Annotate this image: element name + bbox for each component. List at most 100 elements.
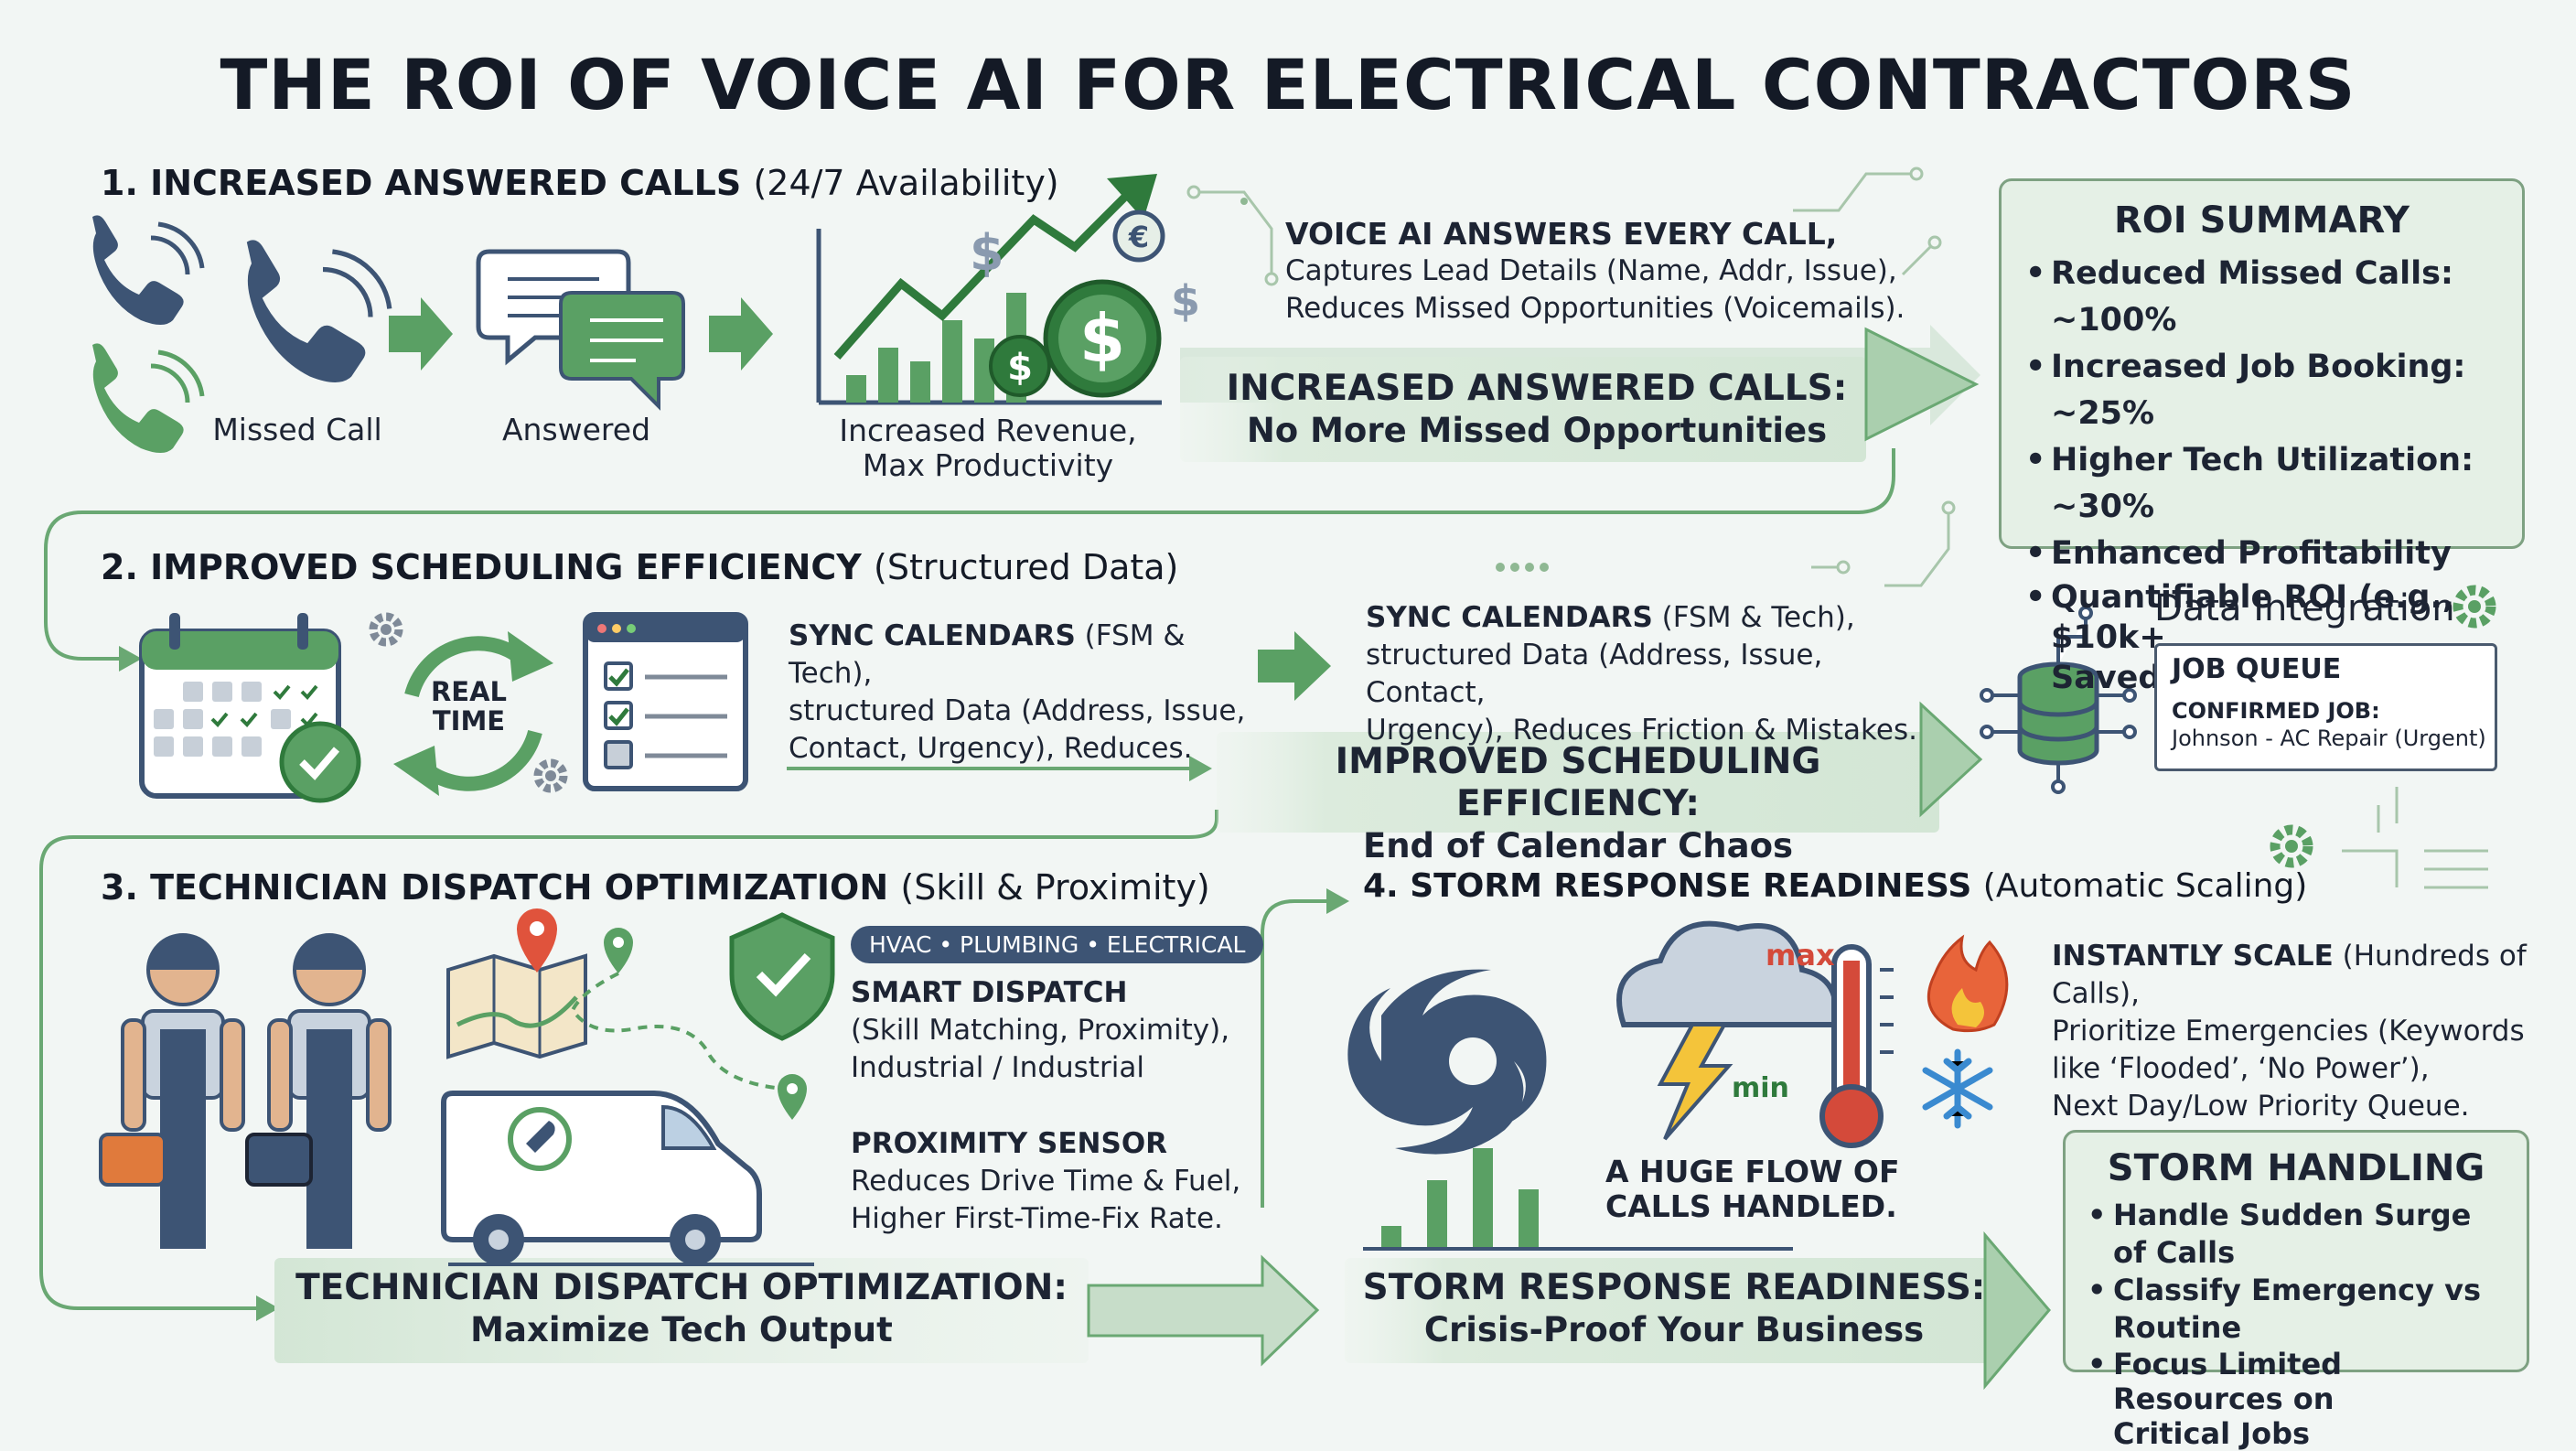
section-2-banner-line-2: End of Calendar Chaos [1362,826,1794,865]
infographic-graphics: $ $ € $ $ [39,167,2496,1391]
call-volume-bars [1381,1148,1539,1249]
section-3-banner-line-1: TECHNICIAN DISPATCH OPTIMIZATION: [295,1267,1068,1308]
section-1-subtitle: (24/7 Availability) [753,163,1059,203]
sync-arrow [508,631,553,682]
section-1-banner: INCREASED ANSWERED CALLS: No More Missed… [1189,368,1884,452]
connector-arrow-head [1189,756,1212,781]
banner-arrow-2-head [1919,701,1983,818]
svg-text:$: $ [1079,300,1125,377]
snowflake-icon [1922,1048,1993,1129]
section-2-title: 2. IMPROVED SCHEDULING EFFICIENCY [101,547,862,587]
section-2-right-line-1: structured Data (Address, Issue, Contact… [1366,639,1823,709]
connector-arrow-head [119,646,142,672]
storm-handling-item: Focus Limited Resources on Critical Jobs [2084,1347,2508,1451]
section-2-left-line-1: structured Data (Address, Issue, [789,694,1246,727]
banner-bg-1 [1180,357,1866,462]
sync-arrow [393,746,439,796]
section-2-right-title-rest: (FSM & Tech), [1652,601,1855,634]
smart-dispatch-line-1: (Skill Matching, Proximity), [851,1014,1230,1047]
call-flow-caption: A HUGE FLOW OF CALLS HANDLED. [1605,1155,1900,1224]
storm-handling-box: STORM HANDLING Handle Sudden Surge of Ca… [2063,1130,2529,1451]
gear-icon [533,758,568,793]
section-2-banner-line-1: IMPROVED SCHEDULING EFFICIENCY: [1335,741,1821,824]
section-1-heading: 1. INCREASED ANSWERED CALLS (24/7 Availa… [101,163,1059,203]
checklist-icon [583,612,748,791]
section-4-heading: 4. STORM RESPONSE READINESS (Automatic S… [1363,867,2307,905]
section-1-detail-line-1: Captures Lead Details (Name, Addr, Issue… [1285,254,1897,287]
section-3-heading: 3. TECHNICIAN DISPATCH OPTIMIZATION (Ski… [101,867,1210,908]
instant-scale-line-1: Prioritize Emergencies (Keywords [2052,1015,2525,1048]
technician-icon [99,933,245,1249]
job-queue-label: CONFIRMED JOB: [2172,698,2380,724]
job-queue-title: JOB QUEUE [2172,653,2342,685]
page-title: THE ROI OF VOICE AI FOR ELECTRICAL CONTR… [220,44,2356,125]
location-pin-icon [604,928,633,973]
shield-check-icon [729,912,835,1041]
map-icon [446,953,587,1059]
instant-scale-title: INSTANTLY SCALE [2052,940,2334,973]
hurricane-icon [1347,969,1547,1155]
phone-icon [92,215,205,325]
section-2-right-text: SYNC CALENDARS (FSM & Tech), structured … [1366,599,1933,749]
caption-revenue: Increased Revenue, Max Productivity [796,414,1180,483]
section-2-left-title-rest: (FSM & Tech), [789,619,1186,690]
section-1-detail-title: VOICE AI ANSWERS EVERY CALL, [1285,216,1838,252]
banner-bg-4 [1345,1258,2003,1363]
proximity-sensor-text: PROXIMITY SENSOR Reduces Drive Time & Fu… [851,1125,1253,1238]
smart-dispatch-title: SMART DISPATCH [851,976,1128,1009]
section-2-left-line-2: Contact, Urgency), Reduces. [789,732,1193,765]
section-1-detail: VOICE AI ANSWERS EVERY CALL, Captures Le… [1285,215,1944,328]
storm-handling-title: STORM HANDLING [2107,1147,2485,1189]
section-2-left-text: SYNC CALENDARS (FSM & Tech), structured … [789,618,1246,768]
instant-scale-title-rest: (Hundreds of Calls), [2052,940,2527,1010]
route-path [570,972,784,1091]
section-1-title: 1. INCREASED ANSWERED CALLS [101,163,742,203]
euro-coin-icon: € [1112,210,1165,263]
banner-bg-3 [274,1258,1089,1363]
caption-missed-call: Missed Call [212,412,382,447]
roi-summary-box: ROI SUMMARY Reduced Missed Calls: ~100% … [1999,178,2525,696]
proximity-sensor-line-1: Reduces Drive Time & Fuel, [851,1165,1241,1198]
storm-handling-item-line-1: Focus Limited Resources on [2113,1347,2343,1416]
proximity-sensor-title: PROXIMITY SENSOR [851,1127,1168,1160]
banner-arrow-4-head [1983,1231,2051,1391]
section-2-subtitle: (Structured Data) [874,547,1179,587]
banner-arrow-1-head [1864,327,1980,442]
section-3-banner-line-2: Maximize Tech Output [470,1310,893,1349]
call-flow-line-2: CALLS HANDLED. [1605,1188,1897,1224]
section-3-subtitle: (Skill & Proximity) [900,867,1210,908]
job-queue-card: JOB QUEUE CONFIRMED JOB: Johnson - AC Re… [2154,643,2497,771]
proximity-sensor-line-2: Higher First-Time-Fix Rate. [851,1202,1223,1235]
storm-cloud-icon [1616,920,1839,1141]
fire-icon [1927,934,2009,1033]
speech-bubbles-icon [476,249,685,411]
sync-icon [404,636,542,791]
section-3-title: 3. TECHNICIAN DISPATCH OPTIMIZATION [101,867,889,908]
gear-icon [369,612,403,647]
roi-summary-list: Reduced Missed Calls: ~100% Increased Jo… [2022,251,2502,698]
dollar-coin-icon: $ $ [989,279,1162,398]
roi-summary-item-line-1: Quantifiable ROI (e.g., $10k+ [2051,579,2455,656]
dollar-sign-icon: $ [970,224,1004,282]
section-4-subtitle: (Automatic Scaling) [1982,867,2308,905]
location-pin-icon [778,1074,807,1120]
section-1-banner-line-2: No More Missed Opportunities [1246,411,1828,450]
section-2-right-title: SYNC CALENDARS [1366,601,1653,634]
real-time-label: REAL TIME [416,677,521,736]
section-2-left-title: SYNC CALENDARS [789,619,1076,652]
thermometer-min-label: min [1732,1072,1789,1104]
section-2-heading: 2. IMPROVED SCHEDULING EFFICIENCY (Struc… [101,547,1178,587]
instant-scale-line-2: like ‘Flooded’, ‘No Power’), [2052,1052,2430,1085]
real-time-line-1: REAL [430,676,508,707]
roi-summary-item: Enhanced Profitability [2022,531,2502,577]
connector-arrow-head [1326,888,1349,914]
section-2-right-line-2: Urgency), Reduces Friction & Mistakes. [1366,714,1917,747]
section-2-banner: IMPROVED SCHEDULING EFFICIENCY: End of C… [1217,741,1939,867]
real-time-line-2: TIME [432,705,506,736]
phone-icon [92,343,205,453]
roi-summary-item: Increased Job Booking: ~25% [2022,344,2502,437]
storm-handling-item: Classify Emergency vs Routine [2084,1272,2508,1347]
storm-handling-list: Handle Sudden Surge of Calls Classify Em… [2084,1197,2508,1451]
location-pin-icon [517,908,557,973]
section-3-banner: TECHNICIAN DISPATCH OPTIMIZATION: Maximi… [274,1267,1089,1351]
